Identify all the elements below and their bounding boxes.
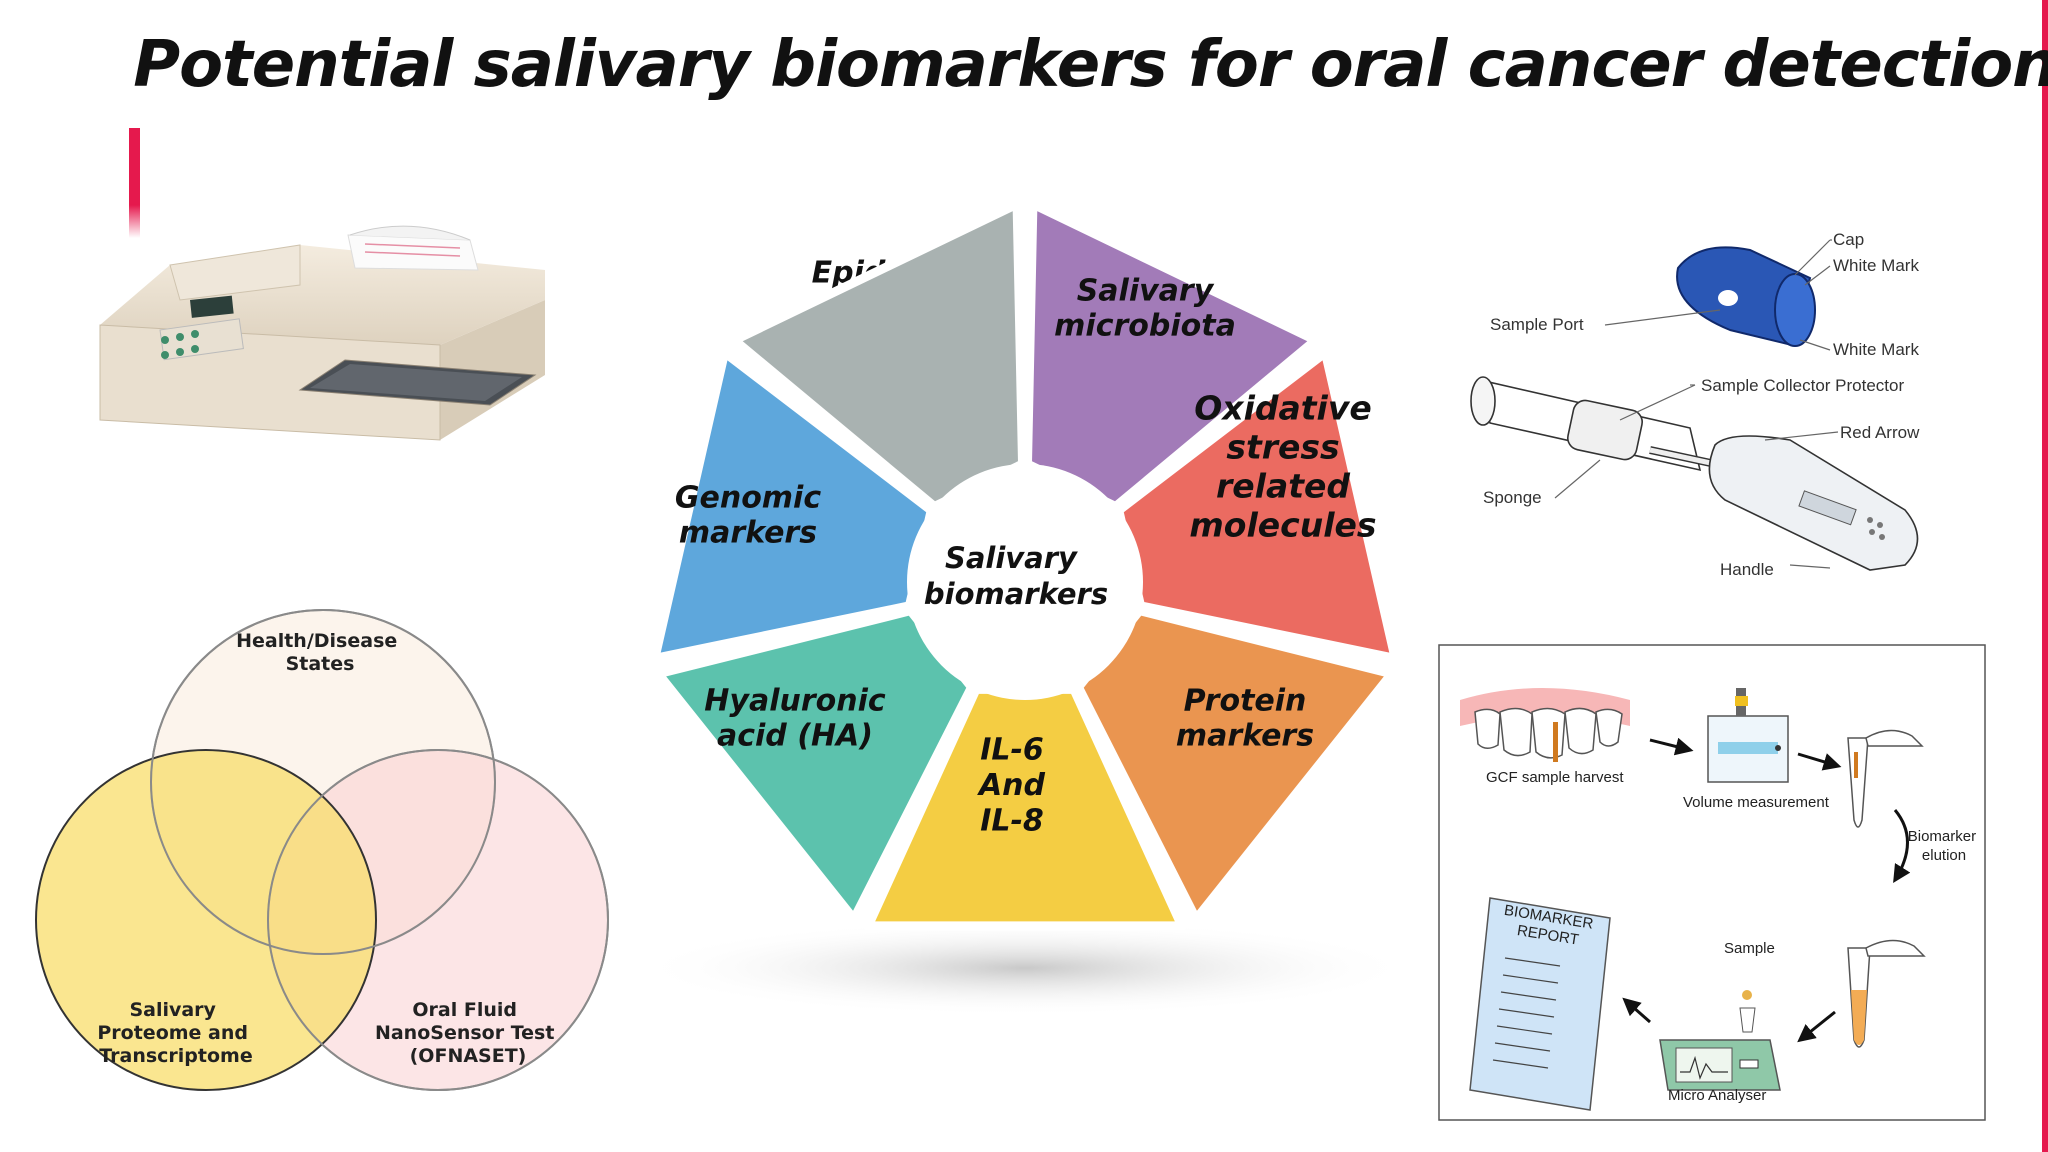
label-gcf-sample-harvest: GCF sample harvest bbox=[1486, 769, 1624, 786]
venn-health-label: Health/Disease States bbox=[236, 630, 404, 675]
saliva-collector-illustration: Cap White Mark Sample Port White Mark Sa… bbox=[1470, 230, 1920, 579]
label-cap: Cap bbox=[1833, 230, 1864, 249]
wheel-segment bbox=[1114, 348, 1400, 663]
wheel-segment bbox=[1022, 199, 1321, 512]
label-micro-analyser: Micro Analyser bbox=[1668, 1087, 1766, 1104]
venn-salivary-label: Salivary Proteome and Transcriptome bbox=[97, 999, 254, 1067]
label-sample: Sample bbox=[1724, 940, 1775, 957]
label-handle: Handle bbox=[1720, 560, 1774, 579]
label-sample-collector-protector: Sample Collector Protector bbox=[1701, 376, 1904, 395]
label-biomarker-elution: Biomarker elution bbox=[1908, 828, 1981, 864]
label-sample-port: Sample Port bbox=[1490, 315, 1584, 334]
plate-reader-illustration bbox=[99, 225, 545, 441]
wheel-shadow bbox=[635, 920, 1415, 1016]
gcf-workflow-illustration: GCF sample harvest Volume measurement Bi… bbox=[1438, 644, 1986, 1121]
venn-diagram: Health/Disease States Salivary Proteome … bbox=[35, 609, 609, 1091]
wheel-segment bbox=[650, 348, 936, 663]
venn-oral-fluid-label: Oral Fluid NanoSensor Test (OFNASET) bbox=[375, 999, 561, 1067]
label-sponge: Sponge bbox=[1483, 488, 1542, 507]
right-accent-bar bbox=[2042, 0, 2048, 1152]
slide-title: Potential salivary biomarkers for oral c… bbox=[133, 28, 2048, 102]
wheel-center-disc bbox=[907, 464, 1143, 700]
label-white-mark-bottom: White Mark bbox=[1833, 340, 1919, 359]
biomarker-wheel: EpidermalGrowthFactorSalivarymicrobiotaO… bbox=[650, 199, 1400, 931]
label-red-arrow: Red Arrow bbox=[1840, 423, 1920, 442]
left-accent-bar bbox=[129, 128, 140, 238]
label-white-mark-top: White Mark bbox=[1833, 256, 1919, 275]
label-volume-measurement: Volume measurement bbox=[1683, 794, 1830, 811]
biomarker-report-sheet bbox=[1469, 897, 1611, 1111]
wheel-center-label: Salivary biomarkers bbox=[924, 541, 1108, 611]
